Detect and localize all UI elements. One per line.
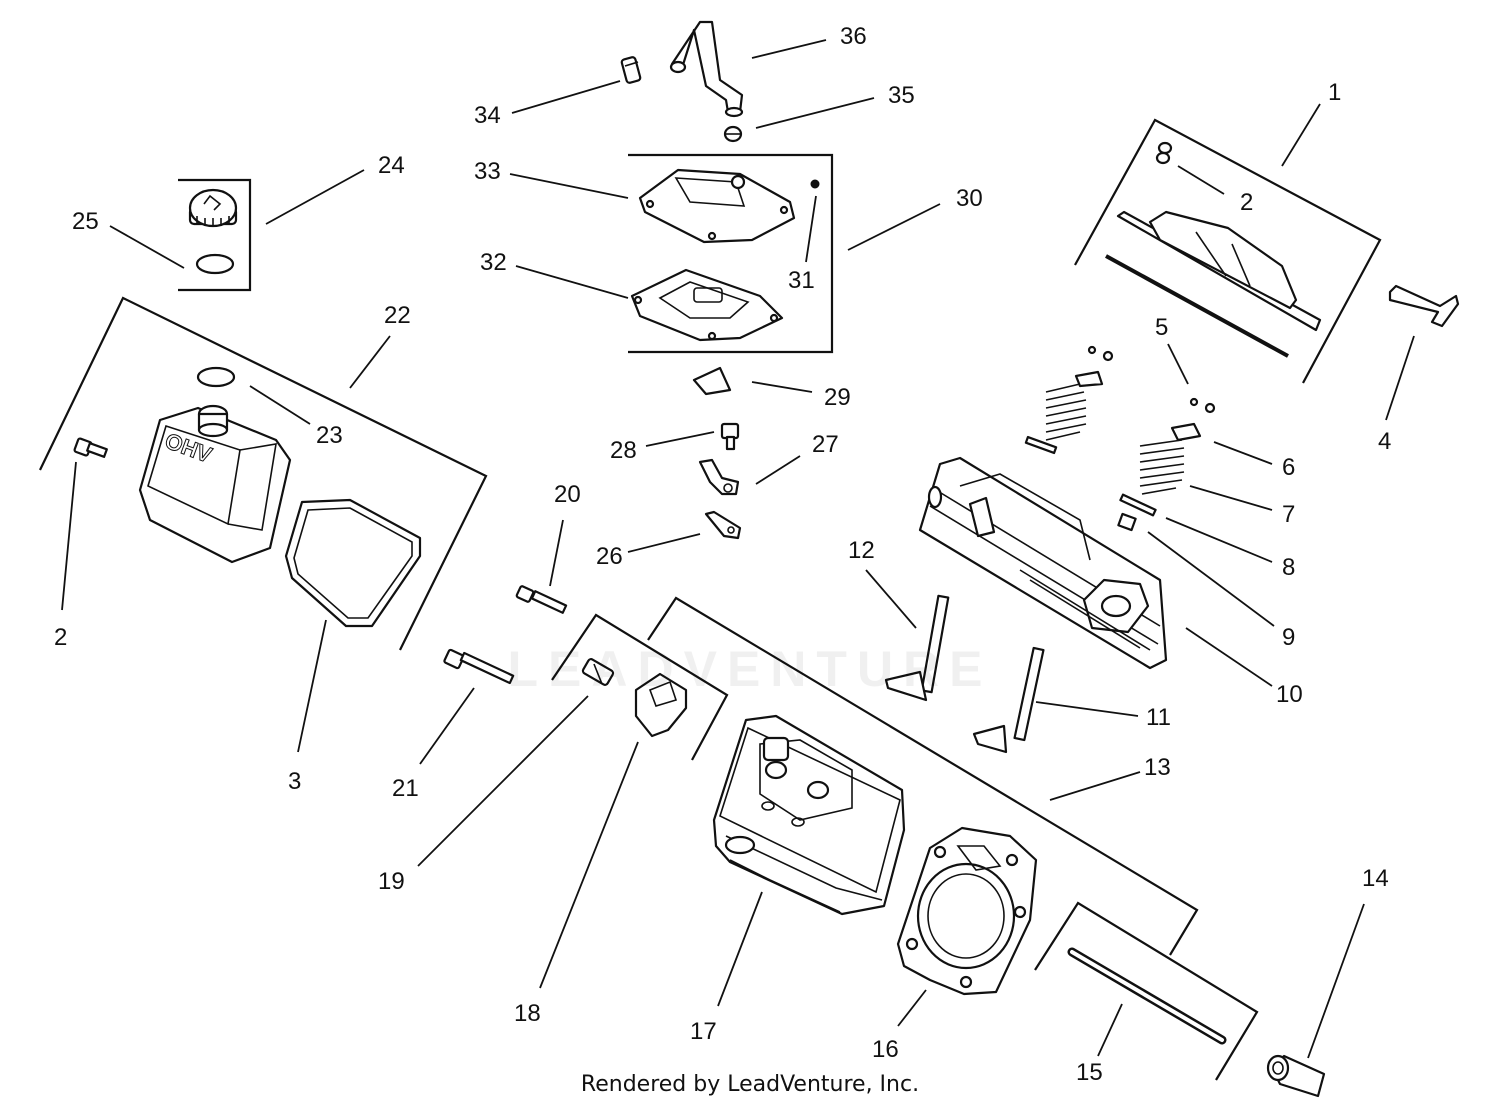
callout-23: 23 xyxy=(316,422,343,449)
push-rod xyxy=(1067,947,1227,1045)
reed-stop xyxy=(704,510,742,540)
cylinder-head-right xyxy=(918,456,1168,670)
exhaust-valve xyxy=(972,646,1045,754)
callout-26: 26 xyxy=(596,543,623,570)
callout-29: 29 xyxy=(824,384,851,411)
spark-plug-fitting xyxy=(581,658,615,686)
callout-6: 6 xyxy=(1282,454,1295,481)
callout-8: 8 xyxy=(1282,554,1295,581)
valve-spring-set-left xyxy=(1024,345,1114,455)
rocker-cover-piece xyxy=(634,672,688,738)
callout-33: 33 xyxy=(474,158,501,185)
breather-bolt-left xyxy=(73,437,108,458)
callout-25: 25 xyxy=(72,208,99,235)
callout-18: 18 xyxy=(514,1000,541,1027)
callout-21: 21 xyxy=(392,775,419,802)
oil-fill-cap xyxy=(188,188,238,228)
callout-7: 7 xyxy=(1282,501,1295,528)
callout-5: 5 xyxy=(1155,314,1168,341)
callout-4: 4 xyxy=(1378,428,1391,455)
callout-labels: 1 2 2 3 4 5 6 7 8 9 10 11 12 13 14 15 16… xyxy=(54,23,1391,1086)
group-frame-30 xyxy=(628,153,834,354)
callout-24: 24 xyxy=(378,152,405,179)
callout-32: 32 xyxy=(480,249,507,276)
cylinder-head-center xyxy=(712,714,906,916)
callout-9: 9 xyxy=(1282,624,1295,651)
callout-19: 19 xyxy=(378,868,405,895)
breather-tube xyxy=(669,20,744,118)
callout-36: 36 xyxy=(840,23,867,50)
breather-screw xyxy=(720,422,740,451)
cover-o-ring xyxy=(196,366,236,388)
small-ball xyxy=(810,179,820,189)
callout-14: 14 xyxy=(1362,865,1389,892)
callout-28: 28 xyxy=(610,437,637,464)
bracket xyxy=(1388,284,1460,328)
callout-20: 20 xyxy=(554,481,581,508)
callout-35: 35 xyxy=(888,82,915,109)
callout-11: 11 xyxy=(1146,704,1171,731)
watermark: LEADVENTURE xyxy=(507,641,993,697)
head-bolt-short xyxy=(515,585,568,614)
cap-o-ring xyxy=(195,253,235,275)
callout-3: 3 xyxy=(288,768,301,795)
callout-13: 13 xyxy=(1144,754,1171,781)
group-frame-22 xyxy=(39,296,488,651)
cylinder-head-cover xyxy=(1116,210,1322,332)
valve-cover-gasket xyxy=(284,498,422,628)
cover-screw xyxy=(1155,141,1173,165)
callout-10: 10 xyxy=(1276,681,1303,708)
callout-12: 12 xyxy=(848,537,875,564)
callout-2: 2 xyxy=(1240,189,1253,216)
leader-lines xyxy=(61,39,1415,1059)
group-frame-24 xyxy=(178,178,252,292)
group-frame-18-19 xyxy=(551,613,729,761)
tube-clamp xyxy=(723,125,743,143)
valve-cover: OHV xyxy=(138,404,292,564)
valve-spring-set-right xyxy=(1117,397,1216,532)
callout-34: 34 xyxy=(474,102,501,129)
group-frame-15 xyxy=(1034,901,1259,1081)
callout-1: 1 xyxy=(1328,79,1341,106)
fitting-screw xyxy=(620,56,642,84)
callout-15: 15 xyxy=(1076,1059,1103,1086)
head-gasket xyxy=(896,826,1038,996)
callout-16: 16 xyxy=(872,1036,899,1063)
cover-gasket xyxy=(1105,254,1289,358)
reed-valve xyxy=(692,366,732,396)
callout-27: 27 xyxy=(812,431,839,458)
callout-31: 31 xyxy=(788,267,815,294)
callout-2-left: 2 xyxy=(54,624,67,651)
breather-cover xyxy=(638,168,796,244)
credit-line: Rendered by LeadVenture, Inc. xyxy=(580,1072,920,1097)
group-frame-1 xyxy=(1074,118,1382,384)
callout-30: 30 xyxy=(956,185,983,212)
breather-gasket-plate xyxy=(630,268,784,342)
head-bolt-long xyxy=(443,648,515,685)
callout-22: 22 xyxy=(384,302,411,329)
intake-valve xyxy=(884,594,950,702)
valve-lifter xyxy=(1266,1054,1326,1098)
retainer xyxy=(698,458,740,496)
group-frame-13 xyxy=(647,596,1199,956)
callout-17: 17 xyxy=(690,1018,717,1045)
